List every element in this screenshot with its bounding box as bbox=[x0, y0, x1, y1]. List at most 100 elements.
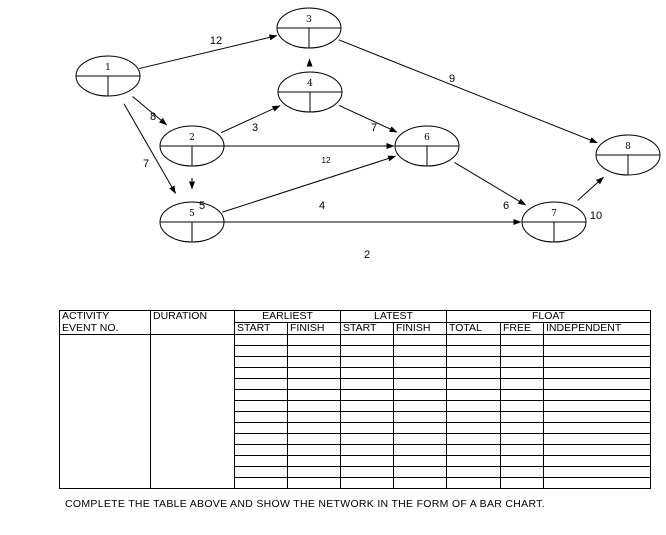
table-cell bbox=[393, 422, 447, 434]
table-cell bbox=[393, 345, 447, 357]
table-cell bbox=[150, 389, 235, 401]
table-row bbox=[59, 466, 651, 478]
table-cell bbox=[287, 455, 341, 467]
table-cell bbox=[446, 345, 501, 357]
arrow-1-2 bbox=[132, 96, 168, 126]
edge-label-1-3: 12 bbox=[210, 35, 222, 47]
header-row-2: EVENT NO. START FINISH START FINISH TOTA… bbox=[59, 322, 651, 335]
table-cell bbox=[543, 466, 651, 478]
table-row bbox=[59, 367, 651, 379]
event-node-5: 5 bbox=[159, 201, 225, 243]
table-cell bbox=[287, 466, 341, 478]
table-cell bbox=[393, 455, 447, 467]
table-cell bbox=[234, 433, 288, 445]
table-cell bbox=[500, 444, 544, 456]
event-node-4: 4 bbox=[277, 71, 343, 113]
table-cell bbox=[500, 466, 544, 478]
table-cell bbox=[59, 477, 151, 489]
table-cell bbox=[340, 444, 394, 456]
table-cell bbox=[59, 466, 151, 478]
table-cell bbox=[543, 444, 651, 456]
instruction-text: COMPLETE THE TABLE ABOVE AND SHOW THE NE… bbox=[65, 498, 545, 510]
table-cell bbox=[234, 477, 288, 489]
table-cell bbox=[287, 356, 341, 368]
event-node-2: 2 bbox=[159, 125, 225, 167]
table-cell bbox=[500, 356, 544, 368]
table-cell bbox=[500, 422, 544, 434]
header-activity: ACTIVITY bbox=[59, 310, 151, 323]
table-cell bbox=[340, 378, 394, 390]
table-cell bbox=[150, 378, 235, 390]
table-cell bbox=[446, 411, 501, 423]
table-cell bbox=[446, 378, 501, 390]
table-cell bbox=[59, 389, 151, 401]
table-cell bbox=[59, 400, 151, 412]
table-cell bbox=[340, 477, 394, 489]
table-cell bbox=[500, 477, 544, 489]
header-duration: DURATION bbox=[150, 310, 235, 323]
header-duration-blank bbox=[150, 322, 235, 335]
table-cell bbox=[393, 356, 447, 368]
edge-label-1-2: 8 bbox=[150, 111, 156, 123]
table-row bbox=[59, 477, 651, 489]
table-cell bbox=[500, 367, 544, 379]
table-cell bbox=[150, 411, 235, 423]
table-cell bbox=[234, 455, 288, 467]
table-cell bbox=[234, 367, 288, 379]
table-cell bbox=[59, 422, 151, 434]
table-cell bbox=[59, 334, 151, 346]
table-row bbox=[59, 433, 651, 445]
table-cell bbox=[150, 356, 235, 368]
arrow-4-6 bbox=[338, 104, 398, 133]
table-cell bbox=[150, 444, 235, 456]
table-cell bbox=[234, 378, 288, 390]
table-cell bbox=[150, 400, 235, 412]
table-cell bbox=[150, 477, 235, 489]
header-latest-finish: FINISH bbox=[393, 322, 447, 335]
header-earliest: EARLIEST bbox=[234, 310, 341, 323]
edge-label-7-8: 10 bbox=[590, 210, 602, 222]
table-cell bbox=[150, 455, 235, 467]
header-float-free: FREE bbox=[500, 322, 544, 335]
table-cell bbox=[500, 455, 544, 467]
edge-label-5-6: 4 bbox=[319, 200, 325, 212]
edge-label-3-8: 9 bbox=[449, 73, 455, 85]
schedule-table: ACTIVITY DURATION EARLIEST LATEST FLOAT … bbox=[59, 310, 651, 489]
table-cell bbox=[543, 345, 651, 357]
arrow-1-5 bbox=[123, 103, 176, 194]
table-cell bbox=[500, 345, 544, 357]
table-cell bbox=[287, 378, 341, 390]
table-cell bbox=[393, 477, 447, 489]
table-cell bbox=[543, 433, 651, 445]
table-cell bbox=[446, 334, 501, 346]
table-cell bbox=[150, 422, 235, 434]
header-latest: LATEST bbox=[340, 310, 447, 323]
table-cell bbox=[446, 422, 501, 434]
table-cell bbox=[340, 466, 394, 478]
table-cell bbox=[59, 356, 151, 368]
table-cell bbox=[446, 444, 501, 456]
table-cell bbox=[59, 378, 151, 390]
arrow-1-3 bbox=[139, 34, 278, 70]
edge-label-1-5: 7 bbox=[143, 158, 149, 170]
table-cell bbox=[287, 389, 341, 401]
table-cell bbox=[287, 400, 341, 412]
edge-label-2-5: 5 bbox=[199, 200, 205, 212]
table-cell bbox=[287, 444, 341, 456]
header-float-total: TOTAL bbox=[446, 322, 501, 335]
table-cell bbox=[234, 411, 288, 423]
event-node-number: 8 bbox=[625, 142, 631, 152]
event-node-number: 5 bbox=[189, 209, 195, 219]
event-node-number: 7 bbox=[551, 209, 557, 219]
table-row bbox=[59, 345, 651, 357]
table-cell bbox=[234, 466, 288, 478]
edge-label-2-4: 3 bbox=[252, 122, 258, 134]
edge-label-5-7: 2 bbox=[364, 249, 370, 261]
header-event-no: EVENT NO. bbox=[59, 322, 151, 335]
table-cell bbox=[287, 411, 341, 423]
event-node-number: 3 bbox=[306, 15, 312, 25]
table-cell bbox=[543, 334, 651, 346]
table-cell bbox=[543, 367, 651, 379]
table-cell bbox=[393, 378, 447, 390]
